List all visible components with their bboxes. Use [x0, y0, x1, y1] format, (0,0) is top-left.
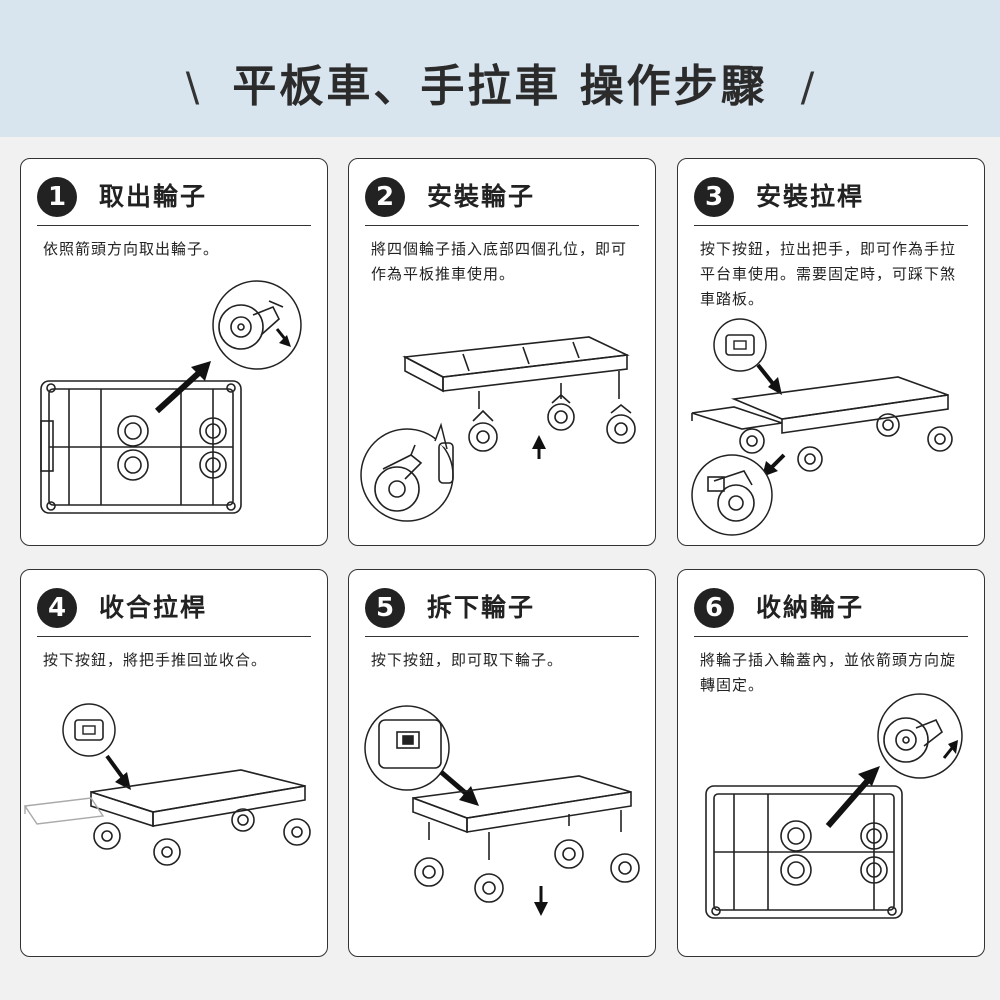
step-header: 2 安裝輪子: [365, 177, 639, 226]
step-card-4: 4 收合拉桿 按下按鈕，將把手推回並收合。: [20, 569, 328, 957]
title-slash-left: \: [185, 65, 200, 111]
title-slash-right: /: [800, 65, 815, 111]
step-header: 5 拆下輪子: [365, 588, 639, 637]
install-wheels-illustration: [360, 336, 636, 522]
step-title: 安裝拉桿: [756, 182, 865, 211]
remove-wheels-illustration: [364, 705, 640, 916]
step-number-badge: 3: [694, 177, 734, 217]
step-title: 取出輪子: [99, 182, 208, 211]
step-header: 3 安裝拉桿: [694, 177, 968, 226]
step-title: 收合拉桿: [99, 593, 208, 622]
step-header: 1 取出輪子: [37, 177, 311, 226]
step-title: 收納輪子: [756, 593, 865, 622]
step-description: 依照箭頭方向取出輪子。: [43, 240, 220, 258]
step-number-badge: 6: [694, 588, 734, 628]
step-card-3: 3 安裝拉桿 按下按鈕，拉出把手，即可作為手拉平台車使用。需要固定時，可踩下煞車…: [677, 158, 985, 546]
step-description: 按下按鈕，將把手推回並收合。: [43, 651, 268, 669]
store-wheels-illustration: [705, 693, 963, 919]
page-title: \ 平板車、手拉車 操作步驟 /: [0, 50, 1000, 114]
step-title: 拆下輪子: [427, 593, 536, 622]
step-card-6: 6 收納輪子 將輪子插入輪蓋內，並依箭頭方向旋轉固定。: [677, 569, 985, 957]
step-description: 將輪子插入輪蓋內，並依箭頭方向旋轉固定。: [700, 651, 957, 694]
step-description: 按下按鈕，即可取下輪子。: [371, 651, 564, 669]
header-banner: [0, 0, 1000, 137]
install-handle-illustration: [691, 318, 953, 536]
title-text: 平板車、手拉車 操作步驟: [232, 61, 768, 112]
step-description: 按下按鈕，拉出把手，即可作為手拉平台車使用。需要固定時，可踩下煞車踏板。: [700, 240, 957, 308]
remove-wheels-illustration: [40, 280, 302, 514]
fold-handle-illustration: [23, 703, 311, 866]
step-title: 安裝輪子: [427, 182, 536, 211]
step-card-5: 5 拆下輪子 按下按鈕，即可取下輪子。: [348, 569, 656, 957]
step-card-2: 2 安裝輪子 將四個輪子插入底部四個孔位，即可作為平板推車使用。: [348, 158, 656, 546]
step-number-badge: 2: [365, 177, 405, 217]
step-number-badge: 4: [37, 588, 77, 628]
step-number-badge: 1: [37, 177, 77, 217]
step-header: 6 收納輪子: [694, 588, 968, 637]
step-header: 4 收合拉桿: [37, 588, 311, 637]
step-card-1: 1 取出輪子 依照箭頭方向取出輪子。: [20, 158, 328, 546]
step-number-badge: 5: [365, 588, 405, 628]
header-scalloped-edge: [0, 131, 1000, 141]
step-description: 將四個輪子插入底部四個孔位，即可作為平板推車使用。: [371, 240, 628, 283]
